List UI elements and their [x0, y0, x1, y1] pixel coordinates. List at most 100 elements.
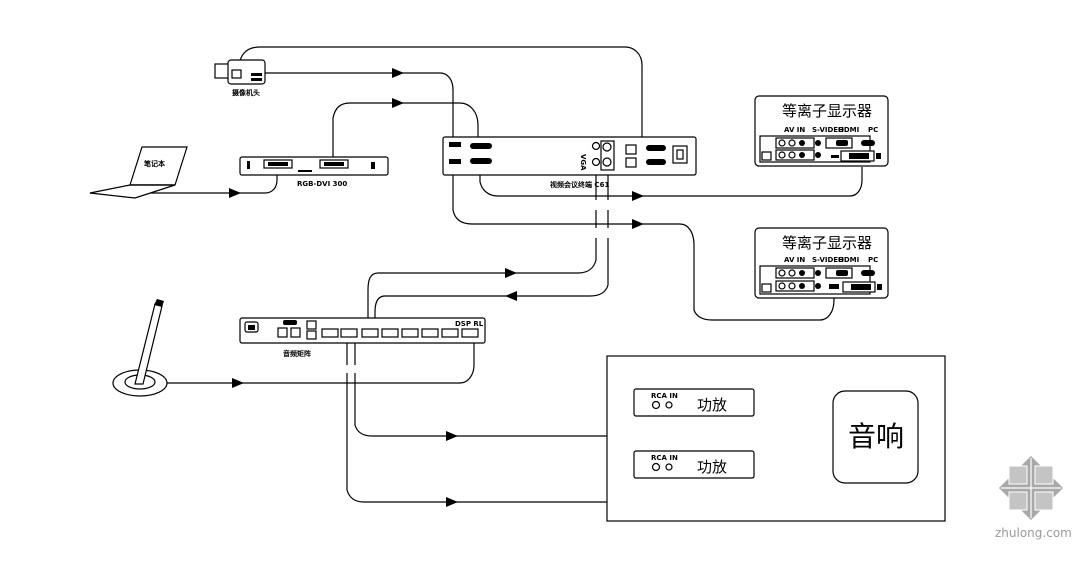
- arrow-icon: [446, 497, 458, 507]
- terminal-block: [461, 328, 479, 338]
- dvi-pins: [849, 153, 869, 159]
- wire-mediabox-mixer-b: [374, 172, 609, 330]
- svideo-jack-icon: [815, 152, 821, 158]
- codec-serial-port: [646, 145, 666, 151]
- rca-jack-icon: [591, 157, 601, 167]
- codec-dvi-out: [470, 158, 492, 164]
- mixer-label: 音频矩阵: [283, 349, 311, 358]
- plasma-display-1[interactable]: 等离子显示器 AV IN S-VIDEO HDMI PC: [754, 95, 889, 167]
- amp2-body: [633, 450, 755, 479]
- rca-jack-icon: [665, 463, 673, 471]
- plasma2-av-label: AV IN: [784, 256, 805, 264]
- plasma2-jack: [877, 284, 882, 290]
- rca-jack-icon: [799, 270, 805, 276]
- rj45-port-icon: [625, 144, 637, 155]
- rca-jack-icon: [788, 282, 796, 290]
- amp1-body: [633, 388, 755, 417]
- rca-jack-icon: [778, 139, 786, 147]
- power-socket-inner: [676, 149, 684, 160]
- arrow-icon: [392, 68, 404, 78]
- wire-mediabox-plasma2: [452, 172, 835, 321]
- plasma2-slot: [829, 284, 839, 289]
- terminal-block: [421, 328, 439, 338]
- rj45-port-icon: [306, 330, 317, 340]
- arrow-icon: [392, 98, 404, 108]
- plasma1-label: 等离子显示器: [782, 102, 872, 120]
- camera-indicator: [251, 73, 262, 76]
- plasma1-av-label: AV IN: [784, 126, 805, 134]
- plasma2-svideo-label: S-VIDEO: [812, 256, 844, 264]
- rgb-dvi-power: [247, 161, 250, 169]
- mic-head: [154, 299, 164, 307]
- rca-jack-icon: [651, 462, 661, 472]
- amplifier-2[interactable]: RCA IN 功放: [633, 450, 755, 479]
- plasma1-jack: [876, 153, 881, 159]
- pc-port-icon: [861, 270, 875, 276]
- plasma1-pc-label: PC: [868, 126, 878, 134]
- watermark-logo-icon: [999, 456, 1063, 520]
- arrow-icon: [446, 431, 458, 441]
- speaker-device[interactable]: 音响: [832, 390, 919, 484]
- rca-jack-icon: [799, 140, 805, 146]
- rca-jack-icon: [799, 152, 805, 158]
- svideo-jack-icon: [815, 270, 821, 276]
- svideo-jack-icon: [815, 283, 821, 289]
- wire-mediabox-plasma1: [479, 167, 863, 197]
- plasma2-hdmi-label: HDMI: [838, 256, 859, 264]
- rgb-dvi-converter[interactable]: RGB-DVI 300: [239, 156, 389, 188]
- hdmi-pins: [836, 270, 848, 276]
- wire-laptop-rgbdvi: [90, 163, 278, 194]
- rca-jack-icon: [778, 282, 786, 290]
- rca-jack-icon: [602, 157, 612, 167]
- speaker-label: 音响: [848, 420, 904, 453]
- rca-jack-icon: [651, 400, 661, 410]
- codec-device[interactable]: VGA 视频会议终端 C61: [442, 136, 697, 189]
- plasma1-slot: [831, 155, 839, 158]
- amp1-label: 功放: [697, 396, 727, 414]
- wire-rgbdvi-mediabox: [332, 102, 479, 158]
- vga-pins: [268, 162, 288, 166]
- mixer-port: [277, 327, 288, 338]
- pc-port-icon: [861, 140, 875, 146]
- rca-jack-icon: [602, 142, 612, 152]
- camera-indicator: [251, 78, 262, 81]
- rca-jack-icon: [788, 269, 796, 277]
- mixer-terminal-blocks: [321, 328, 479, 338]
- amp1-port-label: RCA IN: [651, 392, 678, 400]
- wire-mic-mixer: [165, 342, 475, 384]
- laptop-device[interactable]: 笔记本: [89, 146, 188, 199]
- codec-port: [449, 142, 461, 147]
- rgb-dvi-label: RGB-DVI 300: [297, 180, 347, 188]
- microphone-device[interactable]: [112, 299, 168, 397]
- dvi-pins: [851, 284, 871, 290]
- arrow-icon: [505, 291, 517, 301]
- terminal-block: [321, 328, 339, 338]
- mixer-serial-port: [283, 320, 297, 325]
- terminal-block: [340, 328, 358, 338]
- plasma2-label: 等离子显示器: [782, 234, 872, 252]
- rca-jack-icon: [799, 283, 805, 289]
- amplifier-1[interactable]: RCA IN 功放: [633, 388, 755, 417]
- rj45-port-icon: [625, 157, 637, 168]
- mixer-logo-mark: [248, 325, 255, 330]
- wire-camera-video: [264, 72, 454, 138]
- audio-mixer-device[interactable]: DSP RL 音频矩阵: [239, 317, 486, 358]
- arrow-icon: [505, 268, 517, 278]
- arrow-icon: [232, 378, 244, 388]
- rca-jack-icon: [591, 141, 601, 151]
- rca-jack-icon: [778, 151, 786, 159]
- mixer-model-label: DSP RL: [455, 320, 484, 328]
- codec-audio-label: VGA: [579, 154, 587, 171]
- codec-body: [442, 136, 697, 176]
- speaker-body: [832, 390, 919, 484]
- rj45-port-icon: [761, 151, 772, 161]
- arrow-icon: [229, 188, 241, 198]
- rj45-port-icon: [306, 320, 317, 330]
- amp2-label: 功放: [697, 458, 727, 476]
- watermark-text: zhulong.com: [995, 526, 1072, 540]
- hdmi-pins: [836, 140, 848, 146]
- plasma-display-2[interactable]: 等离子显示器 AV IN S-VIDEO HDMI PC: [754, 227, 889, 299]
- camera-device[interactable]: 摄像机头: [214, 59, 266, 97]
- plasma1-hdmi-label: HDMI: [838, 126, 859, 134]
